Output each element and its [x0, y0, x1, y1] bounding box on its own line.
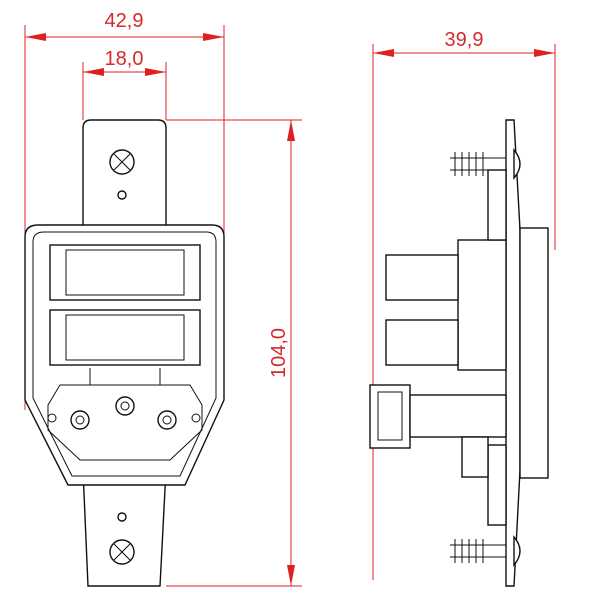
dimension-height: 104,0	[166, 119, 302, 587]
dimension-label: 42,9	[105, 10, 144, 32]
dimension-strap-width: 18,0	[82, 48, 167, 120]
dimension-depth: 39,9	[372, 29, 556, 580]
socket-pin-icon	[157, 410, 177, 430]
dimension-label: 104,0	[268, 328, 290, 378]
socket-face	[47, 384, 203, 461]
housing-body	[457, 239, 507, 371]
screw-icon	[109, 539, 135, 565]
hole-icon	[117, 512, 127, 522]
mounting-plate	[505, 119, 521, 587]
switch-rocker-top	[49, 244, 201, 301]
dimension-label: 18,0	[105, 48, 144, 70]
hole-icon	[117, 190, 127, 200]
socket-pin-icon	[115, 396, 135, 416]
socket-pin-icon	[70, 410, 90, 430]
screw-icon	[450, 535, 521, 567]
switch-rocker-bottom	[49, 309, 201, 366]
screw-icon	[450, 148, 521, 180]
dimension-label: 39,9	[445, 29, 484, 51]
screw-icon	[109, 149, 135, 175]
switch-rocker-bottom	[385, 319, 459, 366]
connector	[369, 384, 411, 449]
switch-rocker-top	[385, 254, 459, 301]
front-view	[24, 119, 225, 587]
side-view	[369, 119, 549, 587]
